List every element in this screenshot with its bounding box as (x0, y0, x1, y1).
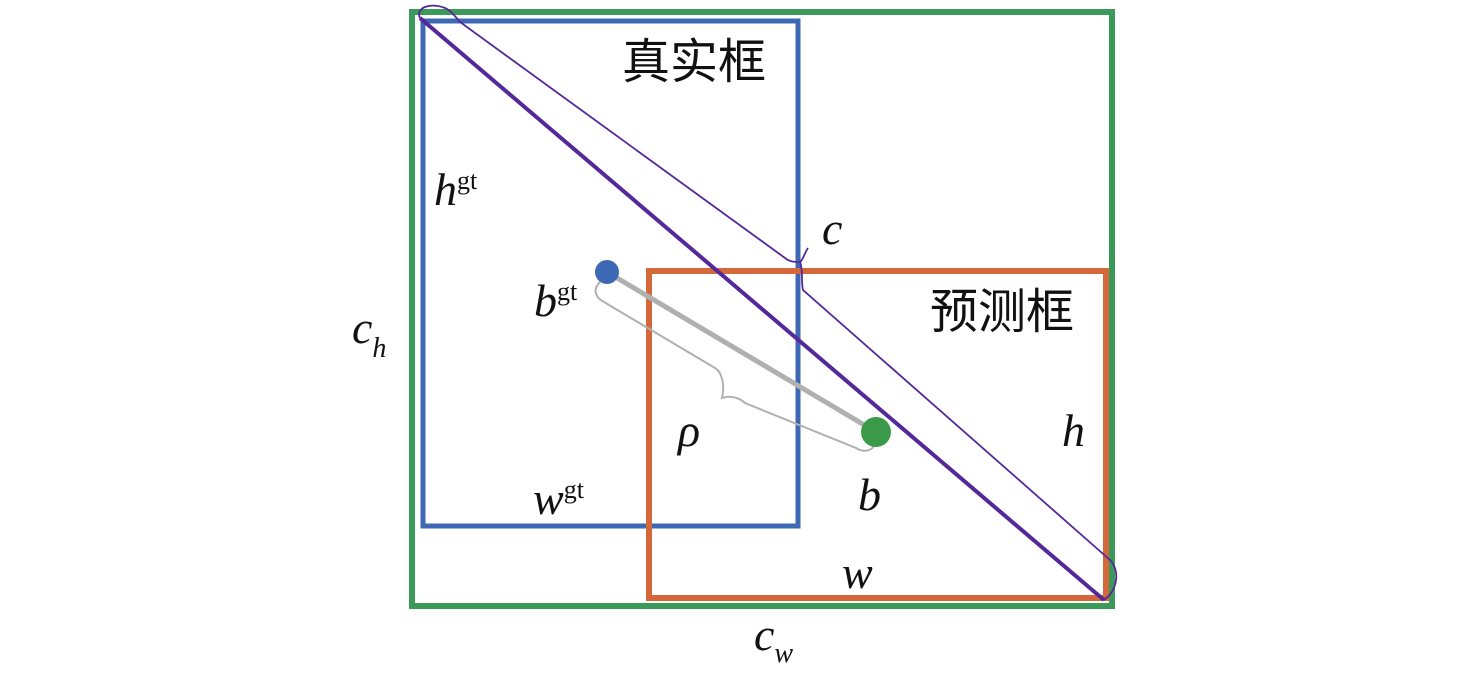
rho-label: ρ (676, 405, 700, 456)
b-gt-label: bgt (534, 275, 578, 326)
c-label: c (822, 203, 842, 254)
c-w-label: cw (754, 609, 793, 669)
diagonal-brace-c (418, 4, 1118, 601)
w-gt-sup: gt (564, 475, 585, 504)
b-label: b (858, 469, 881, 520)
h-gt-sup: gt (457, 166, 478, 195)
c-w-sub: w (774, 638, 793, 669)
diagonal-line-c (418, 16, 1106, 602)
w-gt-label: wgt (533, 473, 585, 524)
enclosing-box (409, 9, 1115, 609)
predicted-box-label: 预测框 (930, 284, 1074, 340)
c-h-sub: h (372, 333, 386, 364)
ground-truth-box-label: 真实框 (622, 34, 766, 90)
b-gt-main: b (534, 275, 557, 326)
h-label: h (1062, 405, 1085, 456)
h-gt-main: h (434, 164, 457, 215)
c-h-main: c (352, 302, 372, 353)
pred-center-point (861, 417, 891, 447)
predicted-box (646, 268, 1109, 601)
b-gt-sup: gt (557, 277, 578, 306)
w-label: w (842, 547, 873, 598)
c-w-main: c (754, 609, 774, 660)
center-distance-brace (594, 281, 875, 452)
c-h-label: ch (352, 302, 386, 364)
w-gt-main: w (533, 473, 564, 524)
gt-center-point (595, 260, 619, 284)
center-distance-line (605, 269, 878, 435)
h-gt-label: hgt (434, 164, 478, 215)
